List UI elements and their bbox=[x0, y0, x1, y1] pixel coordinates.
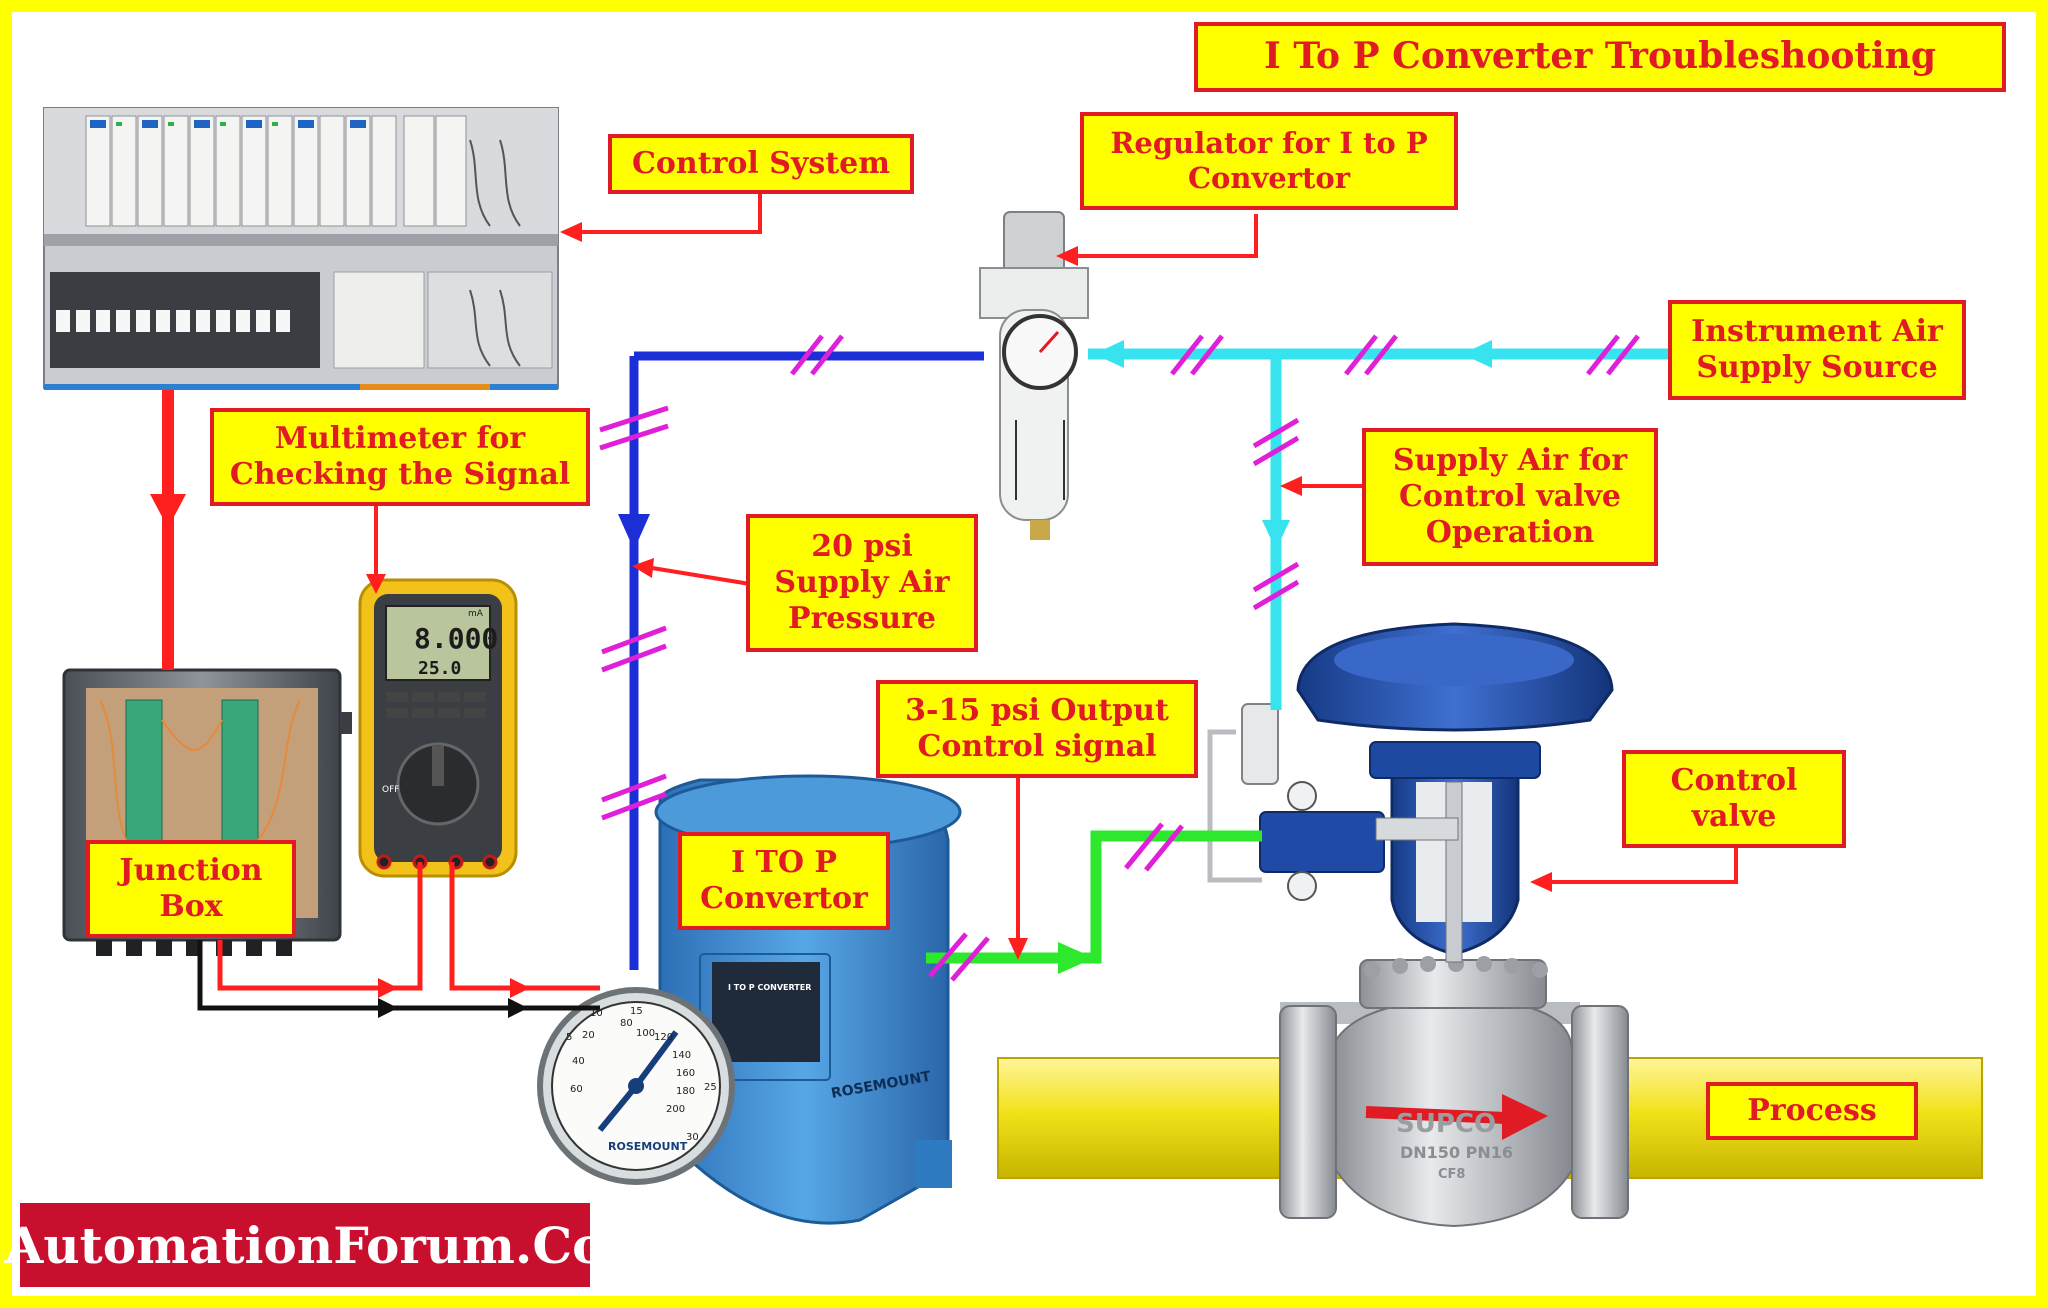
process-flow-arrow bbox=[1365, 1094, 1548, 1140]
gauge-tick: 30 bbox=[686, 1132, 699, 1143]
callout-supply-air-cv: Supply Air for Control valve Operation bbox=[1362, 428, 1658, 566]
multimeter-reading-1: 8.000 bbox=[414, 622, 498, 655]
diagram-title: I To P Converter Troubleshooting bbox=[1194, 22, 2006, 92]
callout-control-system: Control System bbox=[608, 134, 914, 194]
valve-casting-1: SUPCO bbox=[1396, 1109, 1496, 1139]
pneumatic-break-marks bbox=[599, 334, 1640, 982]
gauge-tick: 5 bbox=[566, 1032, 572, 1043]
multimeter-off-label: OFF bbox=[382, 785, 399, 795]
gauge-tick: 180 bbox=[676, 1086, 695, 1097]
callout-itop-convertor: I TO P Convertor bbox=[678, 832, 890, 930]
gauge-tick: 60 bbox=[570, 1084, 583, 1095]
air-filter-regulator bbox=[979, 211, 1089, 540]
gauge-tick: 80 bbox=[620, 1018, 633, 1029]
output-signal-arrow bbox=[1058, 942, 1094, 974]
cs-to-jb-arrow bbox=[150, 494, 186, 528]
control-valve-assembly bbox=[1207, 622, 1629, 1228]
brand-watermark: AutomationForum.Co bbox=[5, 1203, 605, 1287]
output-signal-line bbox=[926, 830, 1262, 964]
instrument-air-arrow-2 bbox=[1462, 340, 1492, 368]
gauge-tick: 40 bbox=[572, 1056, 585, 1067]
callout-output-signal: 3-15 psi Output Control signal bbox=[876, 680, 1198, 778]
multimeter-unit: mA bbox=[468, 609, 484, 619]
callout-junction-box: Junction Box bbox=[86, 840, 296, 938]
gauge-tick: 160 bbox=[676, 1068, 695, 1079]
callout-process: Process bbox=[1706, 1082, 1918, 1140]
gauge-tick: 25 bbox=[704, 1082, 717, 1093]
gauge-brand-text: ROSEMOUNT bbox=[608, 1140, 688, 1153]
instrument-air-arrow-3 bbox=[1262, 520, 1290, 550]
gauge-tick: 10 bbox=[590, 1008, 603, 1019]
control-system-cabinet bbox=[43, 107, 559, 390]
multimeter-reading-2: 25.0 bbox=[418, 658, 461, 679]
valve-casting-3: CF8 bbox=[1438, 1167, 1465, 1182]
gauge-tick-labels: 15 20 40 60 80 100 120 140 160 180 200 2… bbox=[566, 1006, 717, 1143]
callout-control-valve: Control valve bbox=[1622, 750, 1846, 848]
signal-wires bbox=[197, 862, 600, 1011]
supply-20psi-arrow bbox=[618, 514, 650, 550]
multimeter-device bbox=[358, 578, 518, 878]
itop-convertor-device bbox=[537, 774, 962, 1225]
gauge-tick: 120 bbox=[654, 1032, 673, 1043]
converter-plate-text: I TO P CONVERTER bbox=[728, 983, 811, 992]
gauge-tick: 140 bbox=[672, 1050, 691, 1061]
callout-instrument-air: Instrument Air Supply Source bbox=[1668, 300, 1966, 400]
gauge-tick: 200 bbox=[666, 1104, 685, 1115]
gauge-tick: 20 bbox=[582, 1030, 595, 1041]
callout-regulator: Regulator for I to P Convertor bbox=[1080, 112, 1458, 210]
gauge-tick: 15 bbox=[630, 1006, 643, 1017]
instrument-air-arrow-1 bbox=[1094, 340, 1124, 368]
terminal-blocks-row bbox=[50, 272, 320, 368]
plc-rack-modules bbox=[85, 115, 467, 227]
callout-multimeter: Multimeter for Checking the Signal bbox=[210, 408, 590, 506]
callout-20psi: 20 psi Supply Air Pressure bbox=[746, 514, 978, 652]
gauge-tick: 100 bbox=[636, 1028, 655, 1039]
valve-casting-2: DN150 PN16 bbox=[1400, 1143, 1513, 1162]
